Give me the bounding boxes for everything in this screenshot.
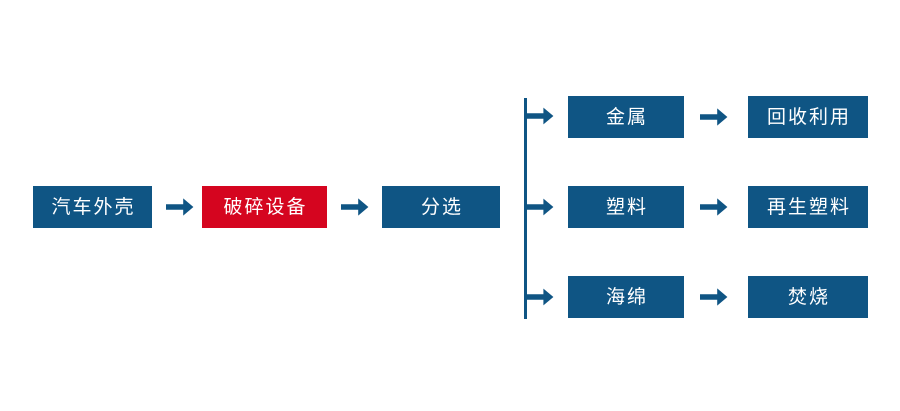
node-car-shell[interactable]: 汽车外壳 bbox=[33, 186, 152, 228]
branch-arrow-metal bbox=[526, 106, 554, 126]
node-regenerated-plastic-label: 再生塑料 bbox=[766, 196, 851, 218]
node-recycle-reuse[interactable]: 回收利用 bbox=[748, 96, 868, 138]
node-incineration[interactable]: 焚烧 bbox=[748, 276, 868, 318]
node-regenerated-plastic[interactable]: 再生塑料 bbox=[748, 186, 868, 228]
node-sorting-label: 分选 bbox=[420, 196, 463, 218]
branch-arrow-plastic bbox=[526, 197, 554, 217]
node-sorting[interactable]: 分选 bbox=[382, 186, 500, 228]
node-sponge-label: 海绵 bbox=[605, 286, 648, 308]
node-plastic-label: 塑料 bbox=[605, 196, 648, 218]
arrow-crusher-to-sorting bbox=[341, 196, 369, 218]
node-car-shell-label: 汽车外壳 bbox=[51, 196, 136, 218]
node-metal[interactable]: 金属 bbox=[568, 96, 684, 138]
node-sponge[interactable]: 海绵 bbox=[568, 276, 684, 318]
node-recycle-reuse-label: 回收利用 bbox=[766, 106, 851, 128]
node-plastic[interactable]: 塑料 bbox=[568, 186, 684, 228]
arrow-plastic-to-regenerated bbox=[700, 196, 728, 218]
node-crusher[interactable]: 破碎设备 bbox=[202, 186, 327, 228]
arrow-metal-to-recycle bbox=[700, 106, 728, 128]
arrow-sponge-to-incineration bbox=[700, 286, 728, 308]
node-metal-label: 金属 bbox=[605, 106, 648, 128]
node-crusher-label: 破碎设备 bbox=[223, 196, 308, 218]
arrow-car-shell-to-crusher bbox=[166, 196, 194, 218]
node-incineration-label: 焚烧 bbox=[787, 286, 830, 308]
branch-arrow-sponge bbox=[526, 287, 554, 307]
branch-trunk-line bbox=[524, 98, 527, 319]
